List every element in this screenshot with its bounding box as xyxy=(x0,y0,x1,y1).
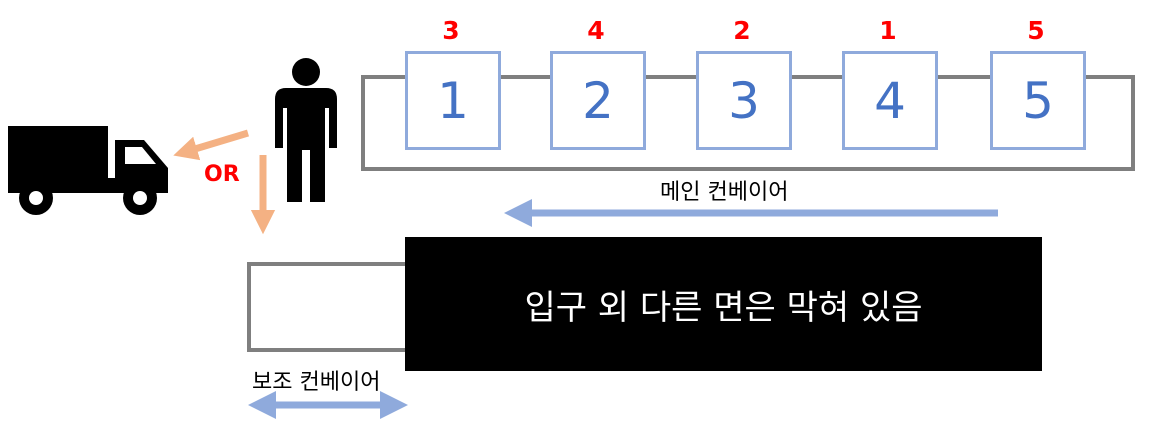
box-number: 5 xyxy=(1022,71,1054,130)
order-label-box-2: 4 xyxy=(587,16,605,45)
to-truck-arrow xyxy=(173,129,250,161)
blocked-sides-note: 입구 외 다른 면은 막혀 있음 xyxy=(405,237,1042,371)
box-2: 2 xyxy=(550,51,646,150)
order-label-box-3: 2 xyxy=(733,16,751,45)
blocked-sides-text: 입구 외 다른 면은 막혀 있음 xyxy=(524,287,923,328)
box-5: 5 xyxy=(990,51,1086,150)
box-number: 4 xyxy=(874,71,906,130)
box-3: 3 xyxy=(696,51,792,150)
box-4: 4 xyxy=(842,51,938,150)
box-number: 1 xyxy=(437,71,469,130)
or-label: OR xyxy=(204,162,240,187)
aux-conveyor-label: 보조 컨베이어 xyxy=(252,370,381,395)
person-icon xyxy=(275,58,337,202)
order-label-box-1: 3 xyxy=(442,16,460,45)
box-number: 3 xyxy=(728,71,760,130)
box-number: 2 xyxy=(582,71,614,130)
main-conveyor-label: 메인 컨베이어 xyxy=(660,180,789,205)
order-label-box-5: 5 xyxy=(1027,16,1045,45)
box-1: 1 xyxy=(405,51,501,150)
truck-icon xyxy=(8,126,168,215)
order-label-box-4: 1 xyxy=(879,16,897,45)
